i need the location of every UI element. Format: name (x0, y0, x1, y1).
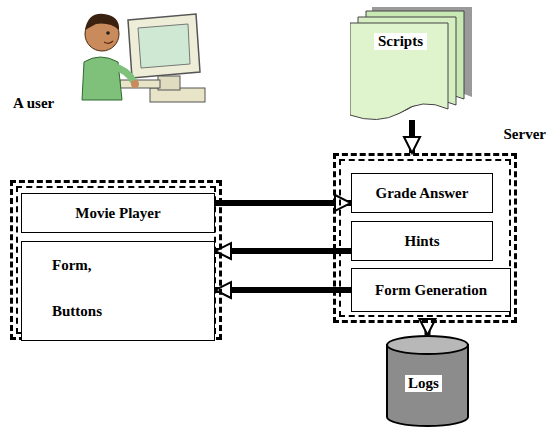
arrow-connector (215, 200, 351, 206)
node-label: Movie Player (75, 205, 160, 222)
node-label: Form Generation (375, 282, 487, 299)
arrow-connector (215, 248, 351, 254)
process-box: Movie Player (21, 193, 215, 233)
node-label: Scripts (374, 33, 427, 50)
document-shape (350, 5, 474, 120)
arrow-connector (425, 323, 431, 335)
document-stack: Scripts (350, 5, 474, 120)
process-box: Grade Answer (351, 173, 493, 213)
node-label: A user (13, 93, 57, 113)
process-box: Form Generation (351, 268, 511, 312)
node-label: Grade Answer (376, 185, 469, 202)
node-label: Form, Buttons (52, 242, 132, 334)
process-box: Form, Buttons (21, 241, 215, 341)
user-group: A userMovie PlayerForm, Buttons (10, 180, 222, 340)
node-label: Logs (405, 375, 442, 392)
arrow-connector (215, 287, 351, 293)
process-box: Hints (351, 221, 493, 261)
node-label: Hints (404, 233, 439, 250)
database-cylinder: Logs (385, 335, 470, 427)
computer-user-picture (82, 14, 205, 102)
node-label: Server (504, 126, 546, 143)
arrow-connector (409, 120, 415, 153)
server-group: ServerGrade AnswerHintsForm Generation (333, 153, 517, 323)
